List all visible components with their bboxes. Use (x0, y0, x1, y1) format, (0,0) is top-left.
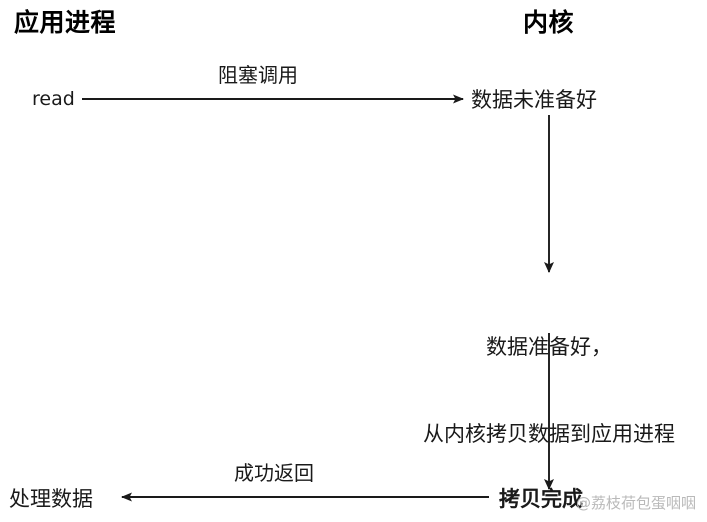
node-data-not-ready: 数据未准备好 (471, 88, 597, 112)
edge-label-success-return: 成功返回 (234, 461, 314, 485)
node-read: read (32, 88, 75, 110)
column-title-kernel: 内核 (523, 8, 575, 37)
node-copy-done: 拷贝完成 (499, 487, 583, 511)
node-data-ready-copy: 数据准备好， 从内核拷贝数据到应用进程 (399, 275, 699, 507)
edge-label-blocking-call: 阻塞调用 (218, 63, 298, 87)
column-title-application-process: 应用进程 (14, 8, 117, 37)
watermark-text: @荔枝荷包蛋咽咽 (576, 494, 697, 512)
node-process-data: 处理数据 (9, 487, 93, 511)
node-data-ready-line-2: 从内核拷贝数据到应用进程 (423, 421, 675, 446)
node-data-ready-line-1: 数据准备好， (486, 334, 612, 359)
